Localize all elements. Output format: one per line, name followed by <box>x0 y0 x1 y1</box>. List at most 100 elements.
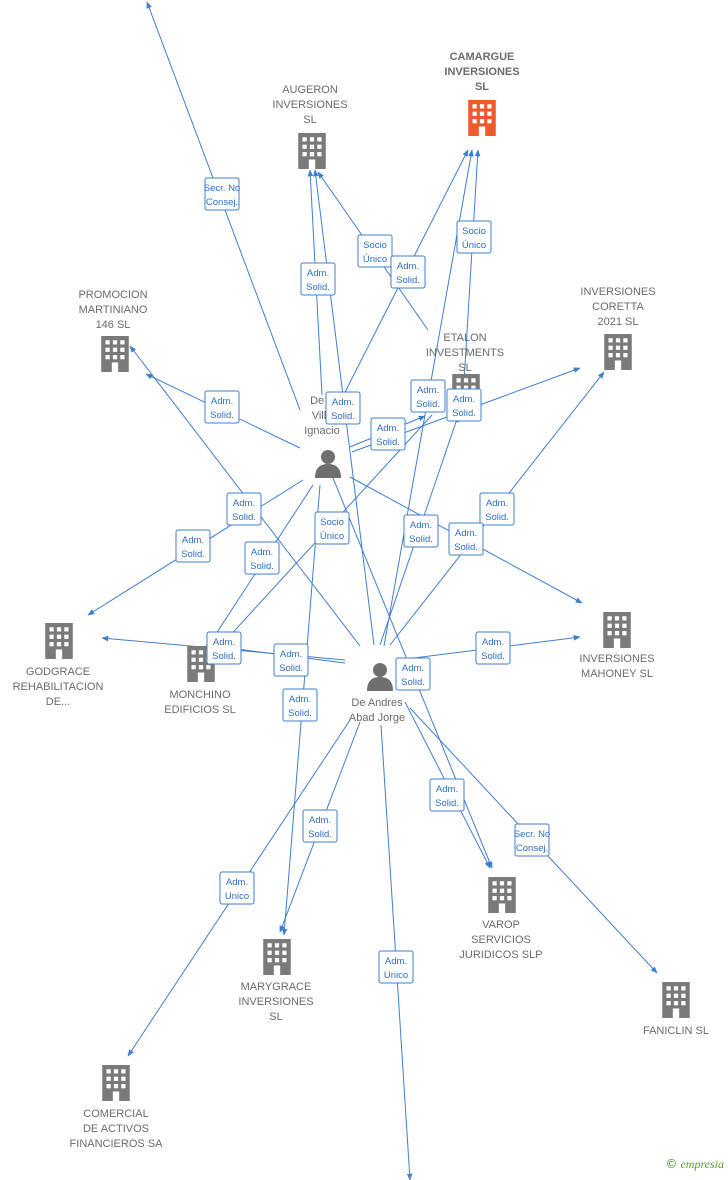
edge-etalon-camargue <box>463 149 481 383</box>
node-label-line: INVERSIONES <box>444 66 519 78</box>
edge-label-box <box>314 511 350 545</box>
edge-label[interactable]: Adm.Solid. <box>244 541 280 575</box>
node-label-line: DE... <box>46 696 70 708</box>
edge-label-line: Único <box>363 254 387 265</box>
node-label-line: 146 SL <box>96 319 131 331</box>
edge-label[interactable]: Adm.Solid. <box>429 778 465 812</box>
edge-label[interactable]: Adm. Solid. <box>448 522 484 556</box>
edge-label-line: Secr. No <box>204 183 240 194</box>
edge-label-line: Adm. <box>233 498 255 509</box>
edge-label-box <box>395 657 431 691</box>
edge-label[interactable]: Adm.Solid. <box>206 631 242 665</box>
edge-label-line: Solid. <box>306 282 330 293</box>
edge-label[interactable]: Adm.Solid. <box>479 492 515 526</box>
edge-label-line: Solid. <box>232 512 256 523</box>
building-icon <box>468 100 496 136</box>
edge-label[interactable]: Adm.Solid. <box>475 631 511 665</box>
edge-label[interactable]: Adm. Solid. <box>273 643 309 677</box>
edge-label[interactable]: Adm. Solid. <box>410 379 446 413</box>
node-label-line: FINANCIEROS SA <box>70 1138 164 1150</box>
edge-label-box <box>325 391 361 425</box>
node-label-line: MONCHINO <box>169 689 231 701</box>
edge-label-line: Consej. <box>206 197 238 208</box>
edge-label-line: Solid. <box>454 542 478 553</box>
node-augeron[interactable]: AUGERON INVERSIONES SL <box>272 84 348 169</box>
edge-label-box <box>219 871 255 905</box>
node-label-line: COMERCIAL <box>83 1108 148 1120</box>
edge-label-line: Adm. <box>455 528 477 539</box>
edge-label[interactable]: Adm. Unico <box>378 950 414 984</box>
edge-label-line: Adm. <box>280 649 302 660</box>
node-faniclin[interactable]: FANICLIN SL <box>643 982 709 1037</box>
node-label-line: JURIDICOS SLP <box>459 949 542 961</box>
edge-label-box <box>370 417 406 451</box>
edge-label-line: Adm. <box>307 268 329 279</box>
edge-label-line: Adm. <box>385 956 407 967</box>
edge-label[interactable]: Adm.Solid. <box>302 809 338 843</box>
edge-label-box <box>429 778 465 812</box>
edge-label[interactable]: Adm.Solid. <box>282 688 318 722</box>
edge-label-box <box>175 529 211 563</box>
edge-label-line: Solid. <box>279 663 303 674</box>
building-icon <box>263 939 291 975</box>
edge-label[interactable]: Adm.Solid. <box>325 391 361 425</box>
edge-label-box <box>390 255 426 289</box>
edge-label-line: Solid. <box>416 399 440 410</box>
edge-label[interactable]: Adm.Solid. <box>403 514 439 548</box>
edge-label-box <box>204 177 240 211</box>
edge-labels-layer: Secr. NoConsej.Adm.Solid.SocioÚnicoAdm.S… <box>175 177 550 984</box>
edge-label-box <box>244 541 280 575</box>
node-label-line: SL <box>303 114 316 126</box>
edge-label[interactable]: Adm.Solid. <box>390 255 426 289</box>
edge-label-line: Solid. <box>435 798 459 809</box>
edge-label[interactable]: Adm. Solid. <box>226 492 262 526</box>
brand-watermark[interactable]: ©empresia <box>665 1157 724 1172</box>
edge-label-line: Consej. <box>516 843 548 854</box>
node-godgrace[interactable]: GODGRACEREHABILITACIONDE... <box>13 623 104 708</box>
building-icon <box>102 1065 130 1101</box>
edge-label-line: Único <box>320 531 344 542</box>
edge-label-line: Unico <box>384 970 408 981</box>
edge-label-box <box>446 388 482 422</box>
edge-label[interactable]: Adm.Solid. <box>204 390 240 424</box>
edge-label-box <box>410 379 446 413</box>
edge-label-line: Solid. <box>331 411 355 422</box>
brand-name: empresia <box>680 1157 724 1171</box>
edge-label[interactable]: Secr. No Consej. <box>204 177 240 211</box>
edge-label[interactable]: Adm. Solid. <box>175 529 211 563</box>
node-label-line: AUGERON <box>282 84 338 96</box>
edge-label-box <box>300 262 336 296</box>
edge-label-line: Adm. <box>482 637 504 648</box>
edge-label-line: Solid. <box>181 549 205 560</box>
edge-label-line: Adm. <box>397 261 419 272</box>
edge-label-line: Adm. <box>453 394 475 405</box>
edge-label[interactable]: Adm. Solid. <box>300 262 336 296</box>
edge-label-box <box>226 492 262 526</box>
edge-label[interactable]: Adm.Unico <box>219 871 255 905</box>
edge-label-line: Adm. <box>377 423 399 434</box>
edge-label[interactable]: Adm.Solid. <box>446 388 482 422</box>
edge-label[interactable]: Adm.Solid. <box>370 417 406 451</box>
edge-label-line: Adm. <box>417 385 439 396</box>
edge-label[interactable]: Adm.Solid. <box>395 657 431 691</box>
edge-label-line: Adm. <box>182 535 204 546</box>
node-label-line: INVERSIONES <box>272 99 347 111</box>
edge-label-box <box>302 809 338 843</box>
edge-label-line: Socio <box>462 226 486 237</box>
